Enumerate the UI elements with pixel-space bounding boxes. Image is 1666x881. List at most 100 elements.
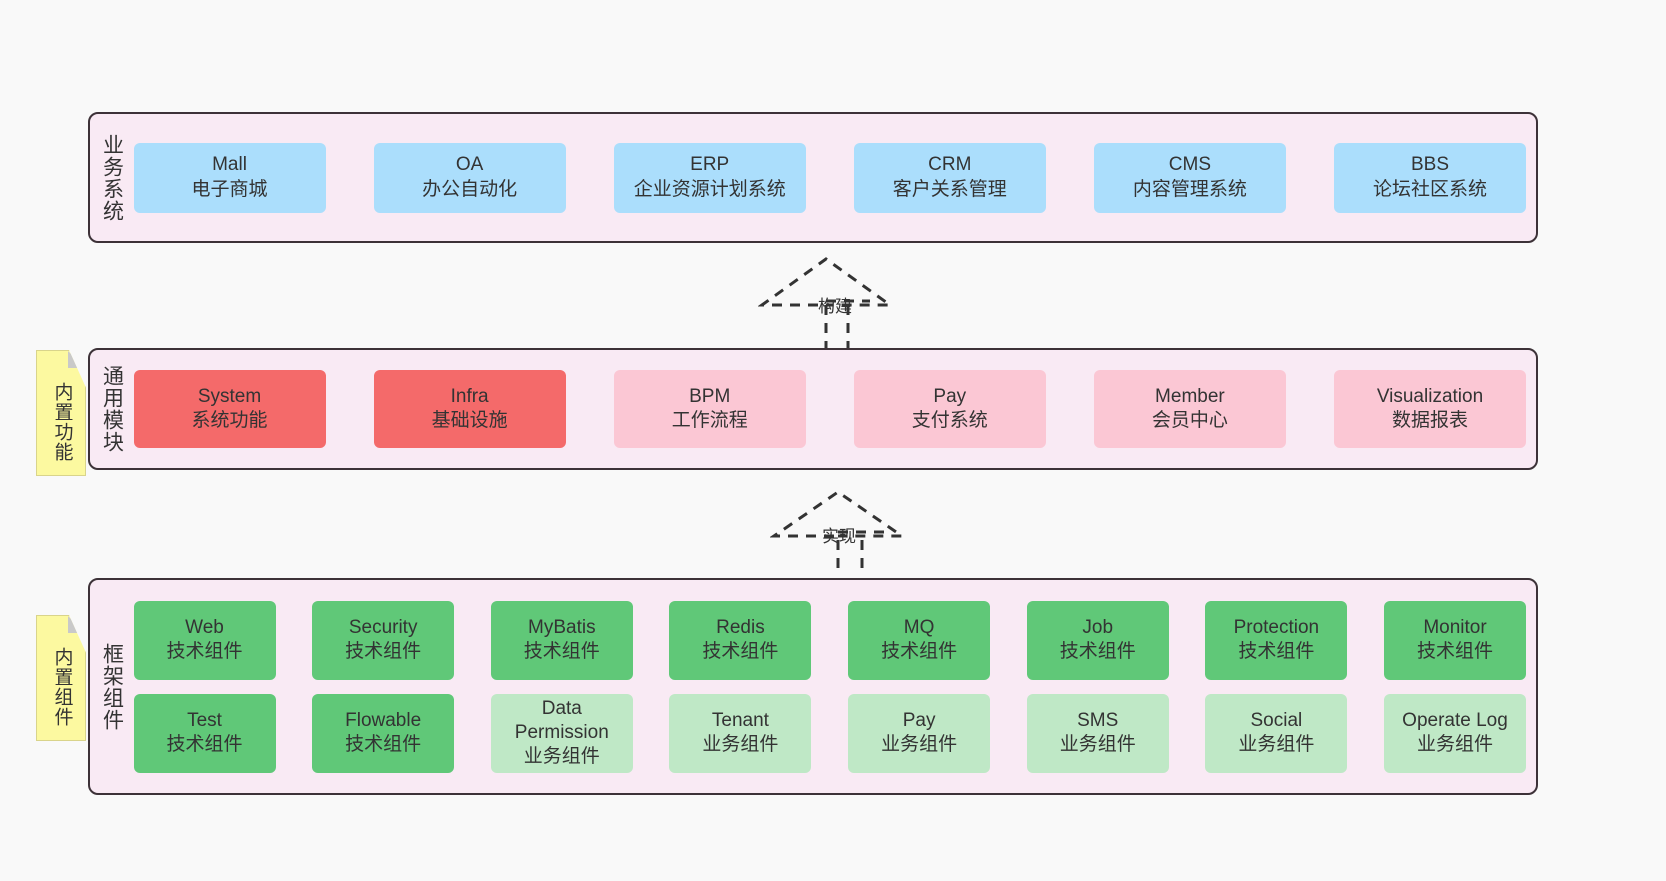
node-mybatis-name: MyBatis bbox=[528, 616, 596, 638]
node-job[interactable]: Job 技术组件 bbox=[1026, 600, 1169, 680]
node-mq-name: MQ bbox=[903, 616, 935, 638]
layer-body-common: System 系统功能 Infra 基础设施 BPM 工作流程 Pay 支付系统… bbox=[130, 350, 1536, 468]
node-bpm[interactable]: BPM 工作流程 bbox=[613, 370, 806, 448]
node-social[interactable]: Social 业务组件 bbox=[1205, 693, 1348, 773]
note-builtin-features-label: 内置功能 bbox=[51, 382, 73, 462]
node-bbs-name: BBS bbox=[1410, 154, 1449, 176]
node-mybatis-desc: 技术组件 bbox=[523, 641, 600, 662]
framework-node-row-2: Test 技术组件 Flowable 技术组件 Data Permission … bbox=[133, 693, 1526, 773]
node-protection[interactable]: Protection 技术组件 bbox=[1205, 600, 1348, 680]
note-builtin-features: 内置功能 bbox=[36, 350, 86, 476]
node-infra-name: Infra bbox=[450, 385, 489, 407]
connector-build-arrow bbox=[757, 255, 938, 351]
node-flowable-desc: 技术组件 bbox=[345, 734, 422, 755]
node-visualization[interactable]: Visualization 数据报表 bbox=[1333, 370, 1526, 448]
node-social-name: Social bbox=[1250, 709, 1303, 731]
node-pay-component[interactable]: Pay 业务组件 bbox=[848, 693, 991, 773]
node-pay-component-name: Pay bbox=[902, 709, 936, 731]
layer-body-framework: Web 技术组件 Security 技术组件 MyBatis 技术组件 Redi… bbox=[130, 580, 1536, 793]
node-protection-name: Protection bbox=[1233, 616, 1320, 638]
node-tenant-desc: 业务组件 bbox=[702, 734, 779, 755]
layer-title-business: 业务系统 bbox=[100, 133, 124, 222]
node-protection-desc: 技术组件 bbox=[1238, 641, 1315, 662]
node-erp[interactable]: ERP 企业资源计划系统 bbox=[613, 142, 806, 213]
node-infra-desc: 基础设施 bbox=[431, 410, 508, 431]
node-data-permission-desc: 业务组件 bbox=[523, 746, 600, 768]
node-web-desc: 技术组件 bbox=[166, 641, 243, 662]
node-operate-log-name: Operate Log bbox=[1402, 709, 1508, 731]
node-flowable-name: Flowable bbox=[345, 709, 422, 731]
node-bbs[interactable]: BBS 论坛社区系统 bbox=[1333, 142, 1526, 213]
node-mybatis[interactable]: MyBatis 技术组件 bbox=[490, 600, 633, 680]
node-system-name: System bbox=[197, 385, 262, 407]
node-pay-module-desc: 支付系统 bbox=[911, 410, 988, 431]
node-monitor-desc: 技术组件 bbox=[1416, 641, 1493, 662]
connector-implement-arrow bbox=[769, 488, 950, 568]
node-operate-log-desc: 业务组件 bbox=[1416, 734, 1493, 755]
node-mall[interactable]: Mall 电子商城 bbox=[133, 142, 326, 213]
node-oa-name: OA bbox=[455, 154, 484, 176]
node-security-desc: 技术组件 bbox=[345, 641, 422, 662]
node-job-name: Job bbox=[1082, 616, 1114, 638]
node-system[interactable]: System 系统功能 bbox=[133, 370, 326, 448]
node-mall-name: Mall bbox=[212, 154, 247, 176]
node-erp-name: ERP bbox=[690, 154, 730, 176]
connector-implement-label: 实现 bbox=[822, 527, 856, 546]
note-builtin-components-label: 内置组件 bbox=[51, 647, 73, 727]
layer-business-system: 业务系统 Mall 电子商城 OA 办公自动化 ERP 企业资源计划系统 CRM… bbox=[88, 112, 1538, 243]
node-sms[interactable]: SMS 业务组件 bbox=[1026, 693, 1169, 773]
node-cms-name: CMS bbox=[1168, 154, 1211, 176]
node-mall-desc: 电子商城 bbox=[191, 178, 268, 200]
common-node-row: System 系统功能 Infra 基础设施 BPM 工作流程 Pay 支付系统… bbox=[133, 370, 1526, 448]
node-mq[interactable]: MQ 技术组件 bbox=[848, 600, 991, 680]
node-visualization-desc: 数据报表 bbox=[1391, 410, 1468, 431]
node-cms[interactable]: CMS 内容管理系统 bbox=[1093, 142, 1286, 213]
node-crm-desc: 客户关系管理 bbox=[892, 178, 1007, 200]
node-test[interactable]: Test 技术组件 bbox=[133, 693, 276, 773]
layer-title-common: 通用模块 bbox=[100, 365, 124, 453]
node-system-desc: 系统功能 bbox=[191, 410, 268, 431]
node-test-name: Test bbox=[187, 709, 222, 731]
node-redis-name: Redis bbox=[716, 616, 765, 638]
node-flowable[interactable]: Flowable 技术组件 bbox=[312, 693, 455, 773]
note-builtin-components: 内置组件 bbox=[36, 615, 86, 741]
node-member[interactable]: Member 会员中心 bbox=[1093, 370, 1286, 448]
node-visualization-name: Visualization bbox=[1376, 385, 1484, 407]
node-operate-log[interactable]: Operate Log 业务组件 bbox=[1384, 693, 1526, 773]
node-member-name: Member bbox=[1155, 385, 1225, 407]
node-oa[interactable]: OA 办公自动化 bbox=[373, 142, 566, 213]
note-fold-icon bbox=[68, 616, 85, 633]
node-job-desc: 技术组件 bbox=[1059, 641, 1136, 662]
node-data-permission[interactable]: Data Permission 业务组件 bbox=[490, 693, 633, 773]
node-oa-desc: 办公自动化 bbox=[422, 178, 518, 200]
node-social-desc: 业务组件 bbox=[1238, 734, 1315, 755]
node-pay-component-desc: 业务组件 bbox=[881, 734, 958, 755]
layer-framework-component: 框架组件 Web 技术组件 Security 技术组件 MyBatis 技术组件… bbox=[88, 578, 1538, 795]
node-tenant[interactable]: Tenant 业务组件 bbox=[669, 693, 812, 773]
node-bpm-name: BPM bbox=[689, 385, 731, 407]
node-bpm-desc: 工作流程 bbox=[671, 410, 748, 431]
node-security[interactable]: Security 技术组件 bbox=[312, 600, 455, 680]
node-crm[interactable]: CRM 客户关系管理 bbox=[853, 142, 1046, 213]
node-member-desc: 会员中心 bbox=[1151, 410, 1228, 431]
layer-common-module: 通用模块 System 系统功能 Infra 基础设施 BPM 工作流程 Pay… bbox=[88, 348, 1538, 470]
node-redis-desc: 技术组件 bbox=[702, 641, 779, 662]
node-pay-module-name: Pay bbox=[933, 385, 967, 407]
node-sms-name: SMS bbox=[1077, 709, 1119, 731]
node-web[interactable]: Web 技术组件 bbox=[133, 600, 276, 680]
business-node-row: Mall 电子商城 OA 办公自动化 ERP 企业资源计划系统 CRM 客户关系… bbox=[133, 142, 1526, 213]
node-bbs-desc: 论坛社区系统 bbox=[1372, 178, 1487, 200]
node-erp-desc: 企业资源计划系统 bbox=[633, 178, 786, 200]
node-data-permission-name: Data Permission bbox=[514, 697, 609, 743]
node-web-name: Web bbox=[185, 616, 224, 638]
node-security-name: Security bbox=[348, 616, 418, 638]
node-pay-module[interactable]: Pay 支付系统 bbox=[853, 370, 1046, 448]
note-fold-icon bbox=[68, 351, 85, 368]
node-redis[interactable]: Redis 技术组件 bbox=[669, 600, 812, 680]
node-tenant-name: Tenant bbox=[711, 709, 769, 731]
node-infra[interactable]: Infra 基础设施 bbox=[373, 370, 566, 448]
node-monitor[interactable]: Monitor 技术组件 bbox=[1384, 600, 1526, 680]
node-test-desc: 技术组件 bbox=[166, 734, 243, 755]
connector-build-label: 构建 bbox=[818, 297, 852, 316]
